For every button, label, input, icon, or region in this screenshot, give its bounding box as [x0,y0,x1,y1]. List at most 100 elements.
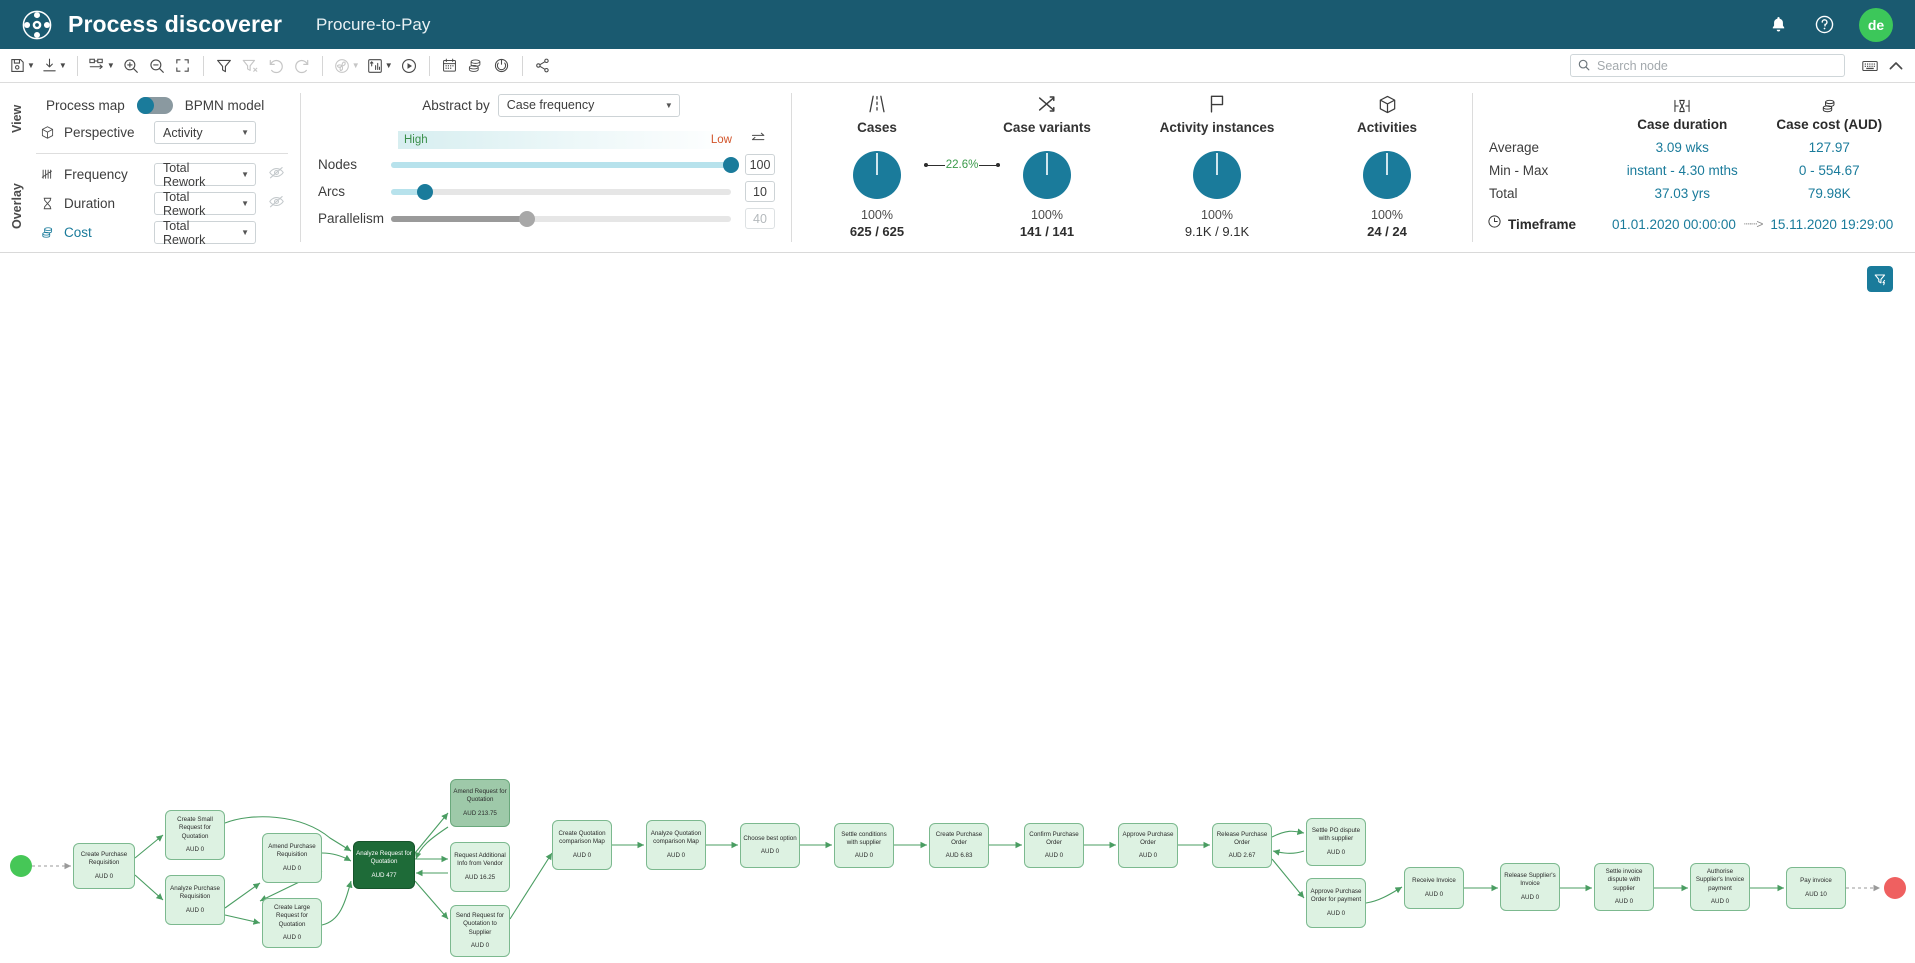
eye-off-icon[interactable] [268,164,285,186]
slider-track-parallelism[interactable] [391,210,731,227]
help-circle-icon[interactable] [1809,10,1839,40]
process-node[interactable]: Pay invoice AUD 10 [1786,867,1846,909]
process-node[interactable]: Create Quotation comparison Map AUD 0 [552,820,612,870]
overlay-select-cost[interactable]: Total Rework ▼ [154,219,256,247]
process-node[interactable]: Create Small Request for Quotation AUD 0 [165,810,225,860]
process-node[interactable]: Receive Invoice AUD 0 [1404,867,1464,909]
cost-table-button[interactable] [463,51,489,81]
calendar-button[interactable] [437,51,463,81]
overlay-select-frequency[interactable]: Total Rework ▼ [154,160,256,189]
process-node[interactable]: Analyze Quotation comparison Map AUD 0 [646,820,706,870]
view-mode-switch[interactable] [136,96,173,114]
process-node[interactable]: Create Purchase Order AUD 6.83 [929,823,989,868]
chevron-down-icon[interactable]: ▼ [351,60,360,70]
zoom-in-button[interactable] [118,51,144,81]
process-node[interactable]: Settle invoice dispute with supplier AUD… [1594,863,1654,911]
slider-knob-parallelism[interactable] [519,210,535,227]
process-node[interactable]: Choose best option AUD 0 [740,823,800,868]
process-node[interactable]: Approve Purchase Order for payment AUD 0 [1306,878,1366,928]
process-map-label[interactable]: Process map [46,97,125,113]
scale-low-label: Low [710,134,732,146]
process-node[interactable]: Amend Purchase Requisition AUD 0 [262,833,322,883]
zoom-out-button[interactable] [144,51,170,81]
swap-arrows-icon[interactable] [750,129,767,151]
panel-divider [36,153,288,154]
process-node[interactable]: Analyze Purchase Requisition AUD 0 [165,875,225,925]
fit-screen-button[interactable] [170,51,196,81]
slider-knob-arcs[interactable] [417,183,433,200]
process-logo-icon[interactable] [22,10,52,40]
keyboard-icon[interactable] [1857,51,1883,81]
process-node[interactable]: Release Supplier's Invoice AUD 0 [1500,863,1560,911]
start-event[interactable] [10,855,32,877]
node-cost: AUD 0 [185,845,205,853]
process-node[interactable]: Send Request for Quotation to Supplier A… [450,905,510,957]
process-node[interactable]: Authorise Supplier's Invoice payment AUD… [1690,863,1750,911]
clear-filter-button[interactable] [237,51,263,81]
abstract-by-select[interactable]: Case frequency ▼ [497,93,680,117]
slider-track-arcs[interactable] [391,183,731,200]
case-stats-table: Case duration Case cost (AUD) [1487,91,1901,205]
download-button[interactable]: ▼ [38,51,70,81]
play-animation-button[interactable] [396,51,422,81]
redo-button[interactable] [289,51,315,81]
share-nodes-button[interactable] [530,51,556,81]
stats-minmax-cost: 0 - 554.67 [1798,163,1860,178]
eye-off-icon[interactable] [268,193,285,215]
slider-label-nodes: Nodes [318,157,358,172]
save-model-button[interactable]: ▼ [6,51,38,81]
notification-bell-icon[interactable] [1763,10,1793,40]
node-label: Create Quotation comparison Map [558,830,606,846]
stats-header-row: Case duration Case cost (AUD) [1487,91,1901,136]
timeframe-row: Timeframe 01.01.2020 00:00:00 ┈┈> 15.11.… [1487,214,1901,234]
slider-value-arcs[interactable]: 10 [745,181,775,202]
slider-track-nodes[interactable] [391,156,739,173]
search-icon [1577,58,1591,77]
process-node[interactable]: Analyze Request for Quotation AUD 477 [353,841,415,889]
scale-high-label: High [404,134,428,146]
node-label: Release Purchase Order [1216,830,1268,846]
toolbar: ▼ ▼ ▼ [0,49,1915,83]
end-event[interactable] [1884,877,1906,899]
slider-value-nodes[interactable]: 100 [745,154,775,175]
slider-value-parallelism[interactable]: 40 [745,208,775,229]
collapse-panel-button[interactable] [1883,51,1909,81]
process-map-canvas[interactable]: Create Purchase Requisition AUD 0 Create… [0,253,1915,963]
process-node[interactable]: Settle conditions with supplier AUD 0 [834,823,894,868]
process-node[interactable]: Release Purchase Order AUD 2.67 [1212,823,1272,868]
search-input[interactable] [1570,54,1845,77]
performance-dial-button[interactable] [489,51,515,81]
chevron-down-icon[interactable]: ▼ [58,60,67,70]
overlay-select-frequency-value: Total Rework [163,160,206,189]
animate-fan-button[interactable]: ▼ [330,51,363,81]
process-node[interactable]: Approve Purchase Order AUD 0 [1118,823,1178,868]
chevron-down-icon[interactable]: ▼ [384,60,393,70]
table-row: Min - Max instant - 4.30 mths 0 - 554.67 [1487,159,1901,182]
process-node[interactable]: Confirm Purchase Order AUD 0 [1024,823,1084,868]
process-node[interactable]: Create Purchase Requisition AUD 0 [73,843,135,889]
bpmn-model-label[interactable]: BPMN model [184,97,265,113]
chevron-down-icon[interactable]: ▼ [27,60,35,70]
process-node[interactable]: Amend Request for Quotation AUD 213.75 [450,779,510,827]
perspective-select[interactable]: Activity ▼ [154,121,256,144]
overlay-select-duration[interactable]: Total Rework ▼ [154,190,256,218]
slider-knob-nodes[interactable] [723,156,739,173]
filter-button[interactable] [211,51,237,81]
funnel-lightning-icon[interactable] [1867,266,1893,292]
process-node[interactable]: Settle PO dispute with supplier AUD 0 [1306,818,1366,866]
overlay-row-frequency: Frequency Total Rework ▼ [8,160,300,189]
abstract-by-label: Abstract by [422,97,490,113]
node-cost: AUD 0 [1138,852,1158,860]
panel-divider-vertical [300,93,301,242]
avatar[interactable]: de [1859,7,1893,42]
node-cost: AUD 16.25 [464,873,496,881]
undo-button[interactable] [263,51,289,81]
process-node[interactable]: Request Additional Info from Vendor AUD … [450,842,510,892]
coins-icon [36,225,58,240]
chevron-down-icon[interactable]: ▼ [106,60,115,70]
statistics-button[interactable]: ▼ [363,51,396,81]
node-label: Send Request for Quotation to Supplier [455,912,505,936]
stats-col-case-duration: Case duration [1607,91,1757,136]
process-layout-button[interactable]: ▼ [85,51,118,81]
process-node[interactable]: Create Large Request for Quotation AUD 0 [262,898,322,948]
